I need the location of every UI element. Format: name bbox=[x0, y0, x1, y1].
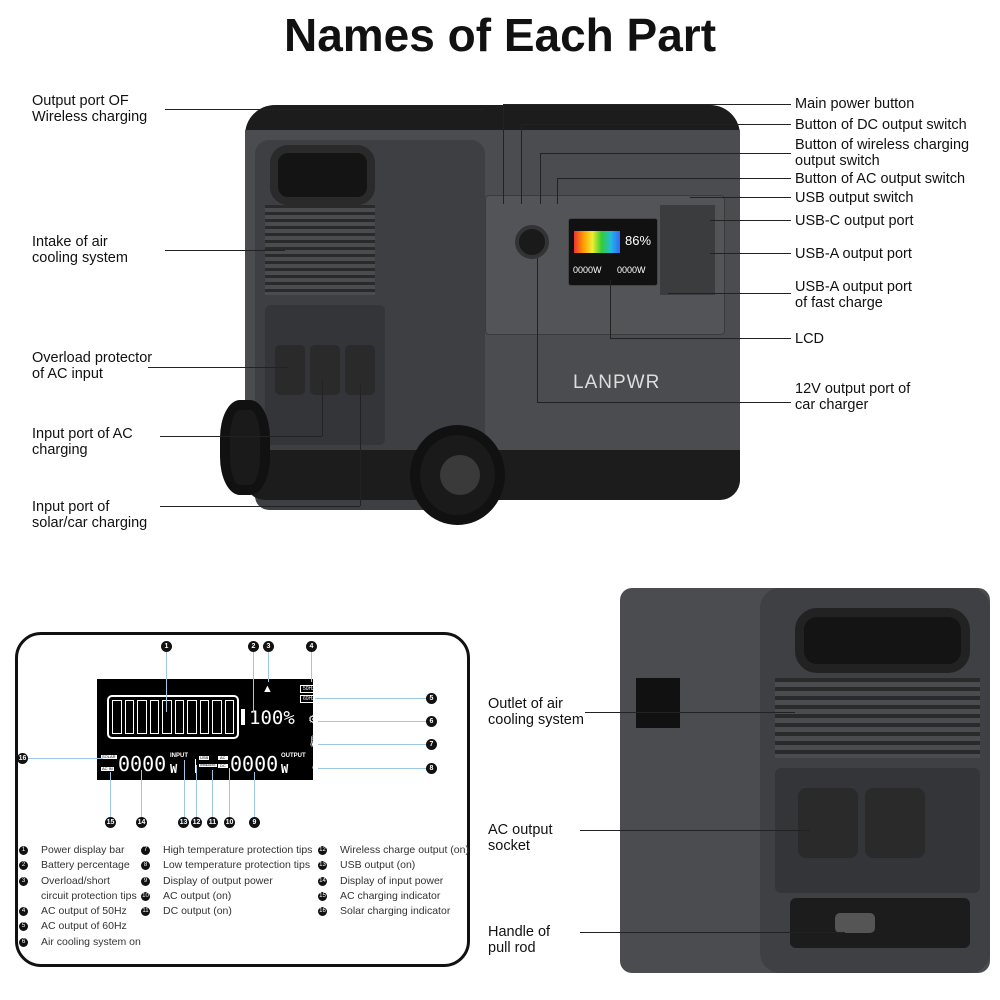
label-pull-rod-handle: Handle of pull rod bbox=[488, 924, 551, 956]
callout-5: 5 bbox=[426, 693, 437, 704]
low-temp-icon: 🌡 bbox=[308, 759, 322, 771]
high-temp-icon: 🌡 bbox=[306, 736, 320, 748]
label-ac-switch: Button of AC output switch bbox=[795, 171, 966, 187]
output-power-value: 0000 bbox=[230, 752, 279, 776]
output-label: OUTPUT bbox=[281, 753, 306, 759]
solar-tag: SOLAR bbox=[101, 754, 117, 760]
callout-4: 4 bbox=[306, 641, 317, 652]
label-usb-c: USB-C output port bbox=[795, 213, 914, 229]
callout-1: 1 bbox=[161, 641, 172, 652]
callout-7: 7 bbox=[426, 739, 437, 750]
lcd-diagram-panel bbox=[15, 632, 470, 967]
fan-icon: ⚙ bbox=[308, 714, 318, 726]
warning-icon: ▲ bbox=[262, 683, 273, 695]
callout-10: 10 bbox=[224, 817, 235, 828]
label-overload-protector: Overload protector of AC input bbox=[32, 350, 153, 382]
callout-3: 3 bbox=[263, 641, 274, 652]
page-title: Names of Each Part bbox=[283, 9, 717, 61]
front-lcd-percent: 86% bbox=[625, 233, 652, 248]
ac-tag: AC bbox=[218, 755, 228, 761]
label-main-power-button: Main power button bbox=[795, 96, 915, 112]
label-ac-output-socket: AC output socket bbox=[488, 822, 553, 854]
label-usb-a-fast: USB-A output port of fast charge bbox=[795, 279, 912, 311]
wireless-tag: WIRELESS bbox=[199, 763, 217, 768]
power-display-bar bbox=[107, 695, 239, 739]
label-wireless-switch: Button of wireless charging output switc… bbox=[795, 137, 970, 169]
callout-9: 9 bbox=[249, 817, 260, 828]
label-solar-input: Input port of solar/car charging bbox=[32, 499, 148, 531]
dc-tag: DC bbox=[218, 763, 228, 769]
front-lcd-input: 0000W bbox=[573, 265, 602, 275]
callout-16: 16 bbox=[17, 753, 28, 764]
callout-2: 2 bbox=[248, 641, 259, 652]
front-lcd-output: 0000W bbox=[617, 265, 646, 275]
hz50-tag: 50Hz bbox=[300, 685, 318, 693]
brand-logo: LANPWR bbox=[573, 372, 661, 393]
lcd-diagram-screen: 100% ▲ 50Hz 60Hz ⚙ 🌡 🌡 SOLAR AC IN 0000 … bbox=[97, 679, 322, 780]
usb-tag: USB bbox=[199, 755, 210, 761]
hz60-tag: 60Hz bbox=[300, 695, 318, 703]
label-usb-switch: USB output switch bbox=[795, 190, 914, 206]
callout-6: 6 bbox=[426, 716, 437, 727]
label-wireless-output: Output port OF Wireless charging bbox=[32, 93, 148, 125]
label-dc-switch: Button of DC output switch bbox=[795, 117, 967, 133]
label-air-outlet: Outlet of air cooling system bbox=[488, 696, 584, 728]
callout-11: 11 bbox=[207, 817, 218, 828]
label-car-charger: 12V output port of car charger bbox=[795, 381, 911, 413]
battery-percentage: 100% bbox=[249, 707, 295, 729]
power-station-front-image: LANPWR bbox=[215, 100, 745, 550]
callout-15: 15 bbox=[105, 817, 116, 828]
input-unit: W bbox=[170, 762, 178, 776]
power-station-back-image bbox=[600, 588, 995, 983]
callout-13: 13 bbox=[178, 817, 189, 828]
output-unit: W bbox=[281, 762, 289, 776]
label-usb-a: USB-A output port bbox=[795, 246, 912, 262]
input-power-value: 0000 bbox=[118, 752, 167, 776]
ac-in-tag: AC IN bbox=[101, 766, 114, 772]
label-lcd: LCD bbox=[795, 331, 825, 347]
input-label: INPUT bbox=[170, 753, 188, 759]
label-ac-input: Input port of AC charging bbox=[32, 426, 133, 458]
callout-14: 14 bbox=[136, 817, 147, 828]
callout-12: 12 bbox=[191, 817, 202, 828]
callout-8: 8 bbox=[426, 763, 437, 774]
label-air-intake: Intake of air cooling system bbox=[32, 234, 128, 266]
front-lcd: 86% 0000W 0000W bbox=[568, 218, 658, 286]
